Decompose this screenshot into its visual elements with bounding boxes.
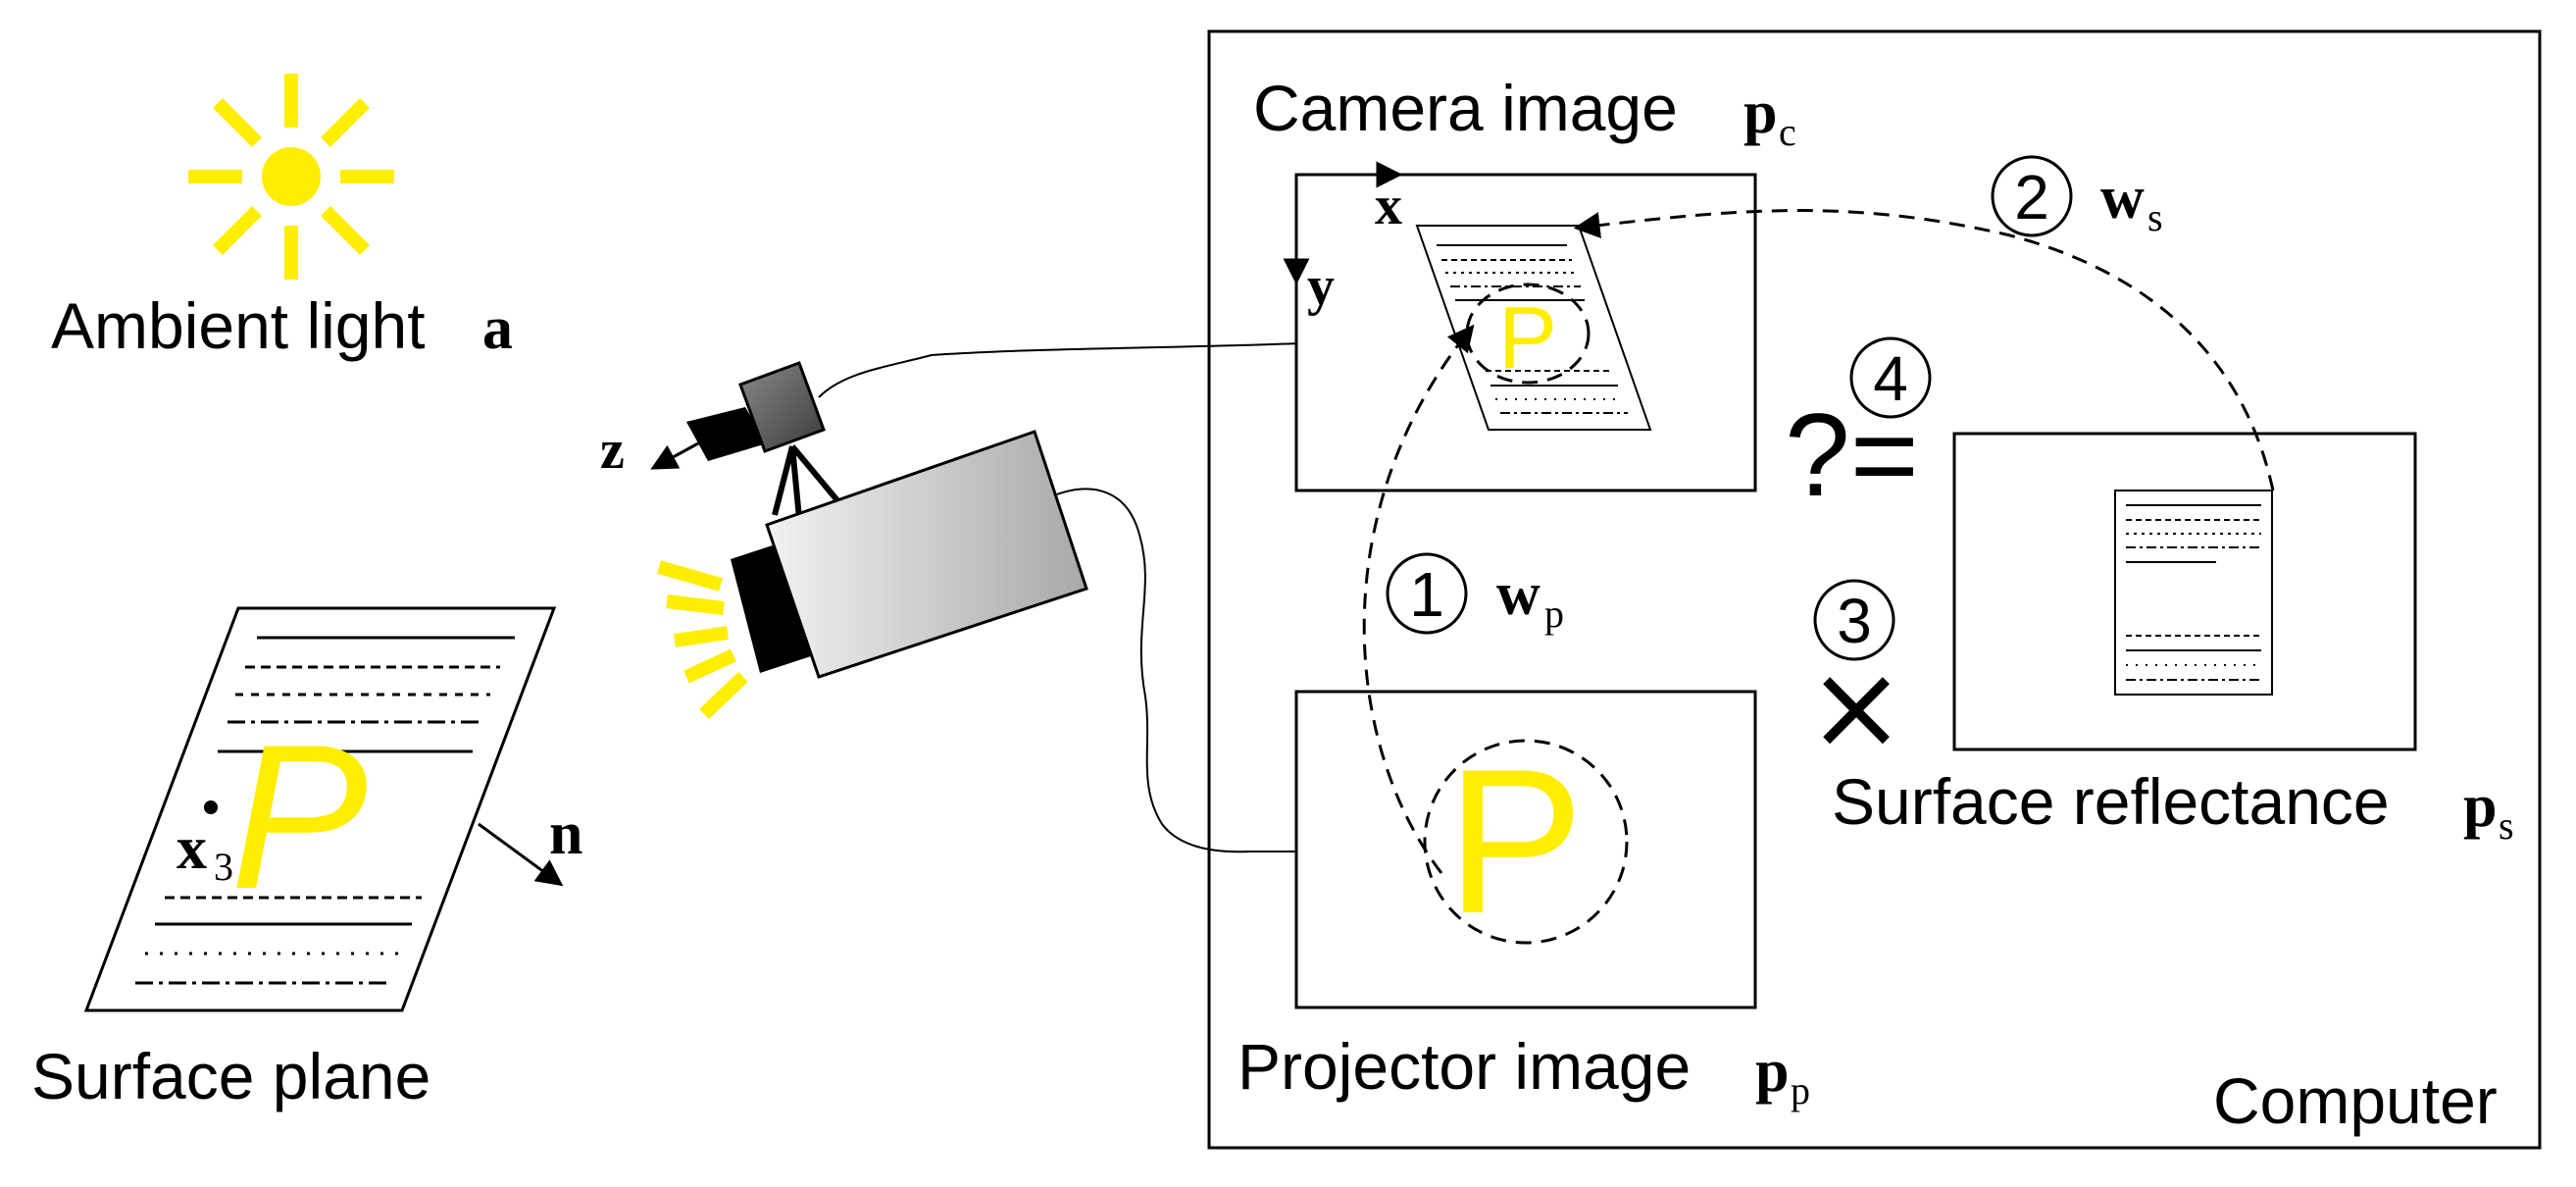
projector-image-subscript: p [1791,1068,1810,1112]
camera-image-subscript: c [1779,110,1796,154]
projector-light-rays [657,560,748,720]
equality-check-operator: ?= [1785,389,1919,521]
warp-s-arrow [1573,209,2275,491]
z-axis-label: z [600,420,625,481]
svg-text:1: 1 [1409,559,1444,630]
step-1-subscript: p [1544,592,1564,636]
y-axis-label: y [1307,256,1335,317]
x-axis-label: x [1375,176,1402,236]
step-2-symbol: w [2100,165,2145,232]
surface-point-dot [204,800,218,814]
multiply-operator: × [1807,640,1906,776]
camera-image-symbol: p [1743,79,1777,146]
step-2-marker: 2 [1991,155,2073,237]
projector-image-label: Projector image [1237,1030,1691,1103]
camera-warped-letter: P [1498,289,1557,387]
step-1-symbol: w [1496,561,1541,628]
surface-plane-label: Surface plane [31,1040,430,1112]
surface-reflectance-symbol: p [2463,773,2497,840]
camera-cable [818,342,1300,398]
projector-image-symbol: p [1755,1038,1789,1105]
camera-warped-page: P [1415,225,1652,431]
projector-icon [731,430,1088,679]
svg-text:3: 3 [1837,586,1872,656]
step-1-marker: 1 [1386,552,1468,635]
normal-arrow [478,822,564,887]
surface-reflectance-label: Surface reflectance [1832,765,2390,838]
reflectance-page [2114,490,2273,696]
computer-label: Computer [2213,1064,2498,1137]
surface-reflectance-subscript: s [2499,803,2514,848]
step-3-marker: 3 [1813,579,1895,661]
projector-letter: P [1446,726,1584,956]
computer-frame [1207,29,2542,1150]
normal-symbol: n [549,800,582,867]
sun-icon [188,74,394,280]
surface-plane: P [83,606,557,1012]
ambient-light-label: Ambient light [51,289,426,362]
projector-cable [1053,488,1299,853]
camera-image-label: Camera image [1253,72,1678,144]
svg-text:4: 4 [1873,343,1908,414]
projector-dashed-circle [1423,739,1629,945]
svg-text:2: 2 [2014,162,2049,232]
step-2-subscript: s [2147,195,2163,239]
warp-p-arrow [1362,324,1475,874]
z-axis-arrow [650,441,699,470]
ambient-light-symbol: a [482,295,513,362]
surface-point-symbol: x [177,815,207,882]
surface-projected-letter: P [230,701,368,932]
camera-icon [686,361,844,519]
projector-image-panel [1294,690,1757,1009]
step-4-marker: 4 [1849,336,1932,419]
surface-point-subscript: 3 [214,845,233,889]
